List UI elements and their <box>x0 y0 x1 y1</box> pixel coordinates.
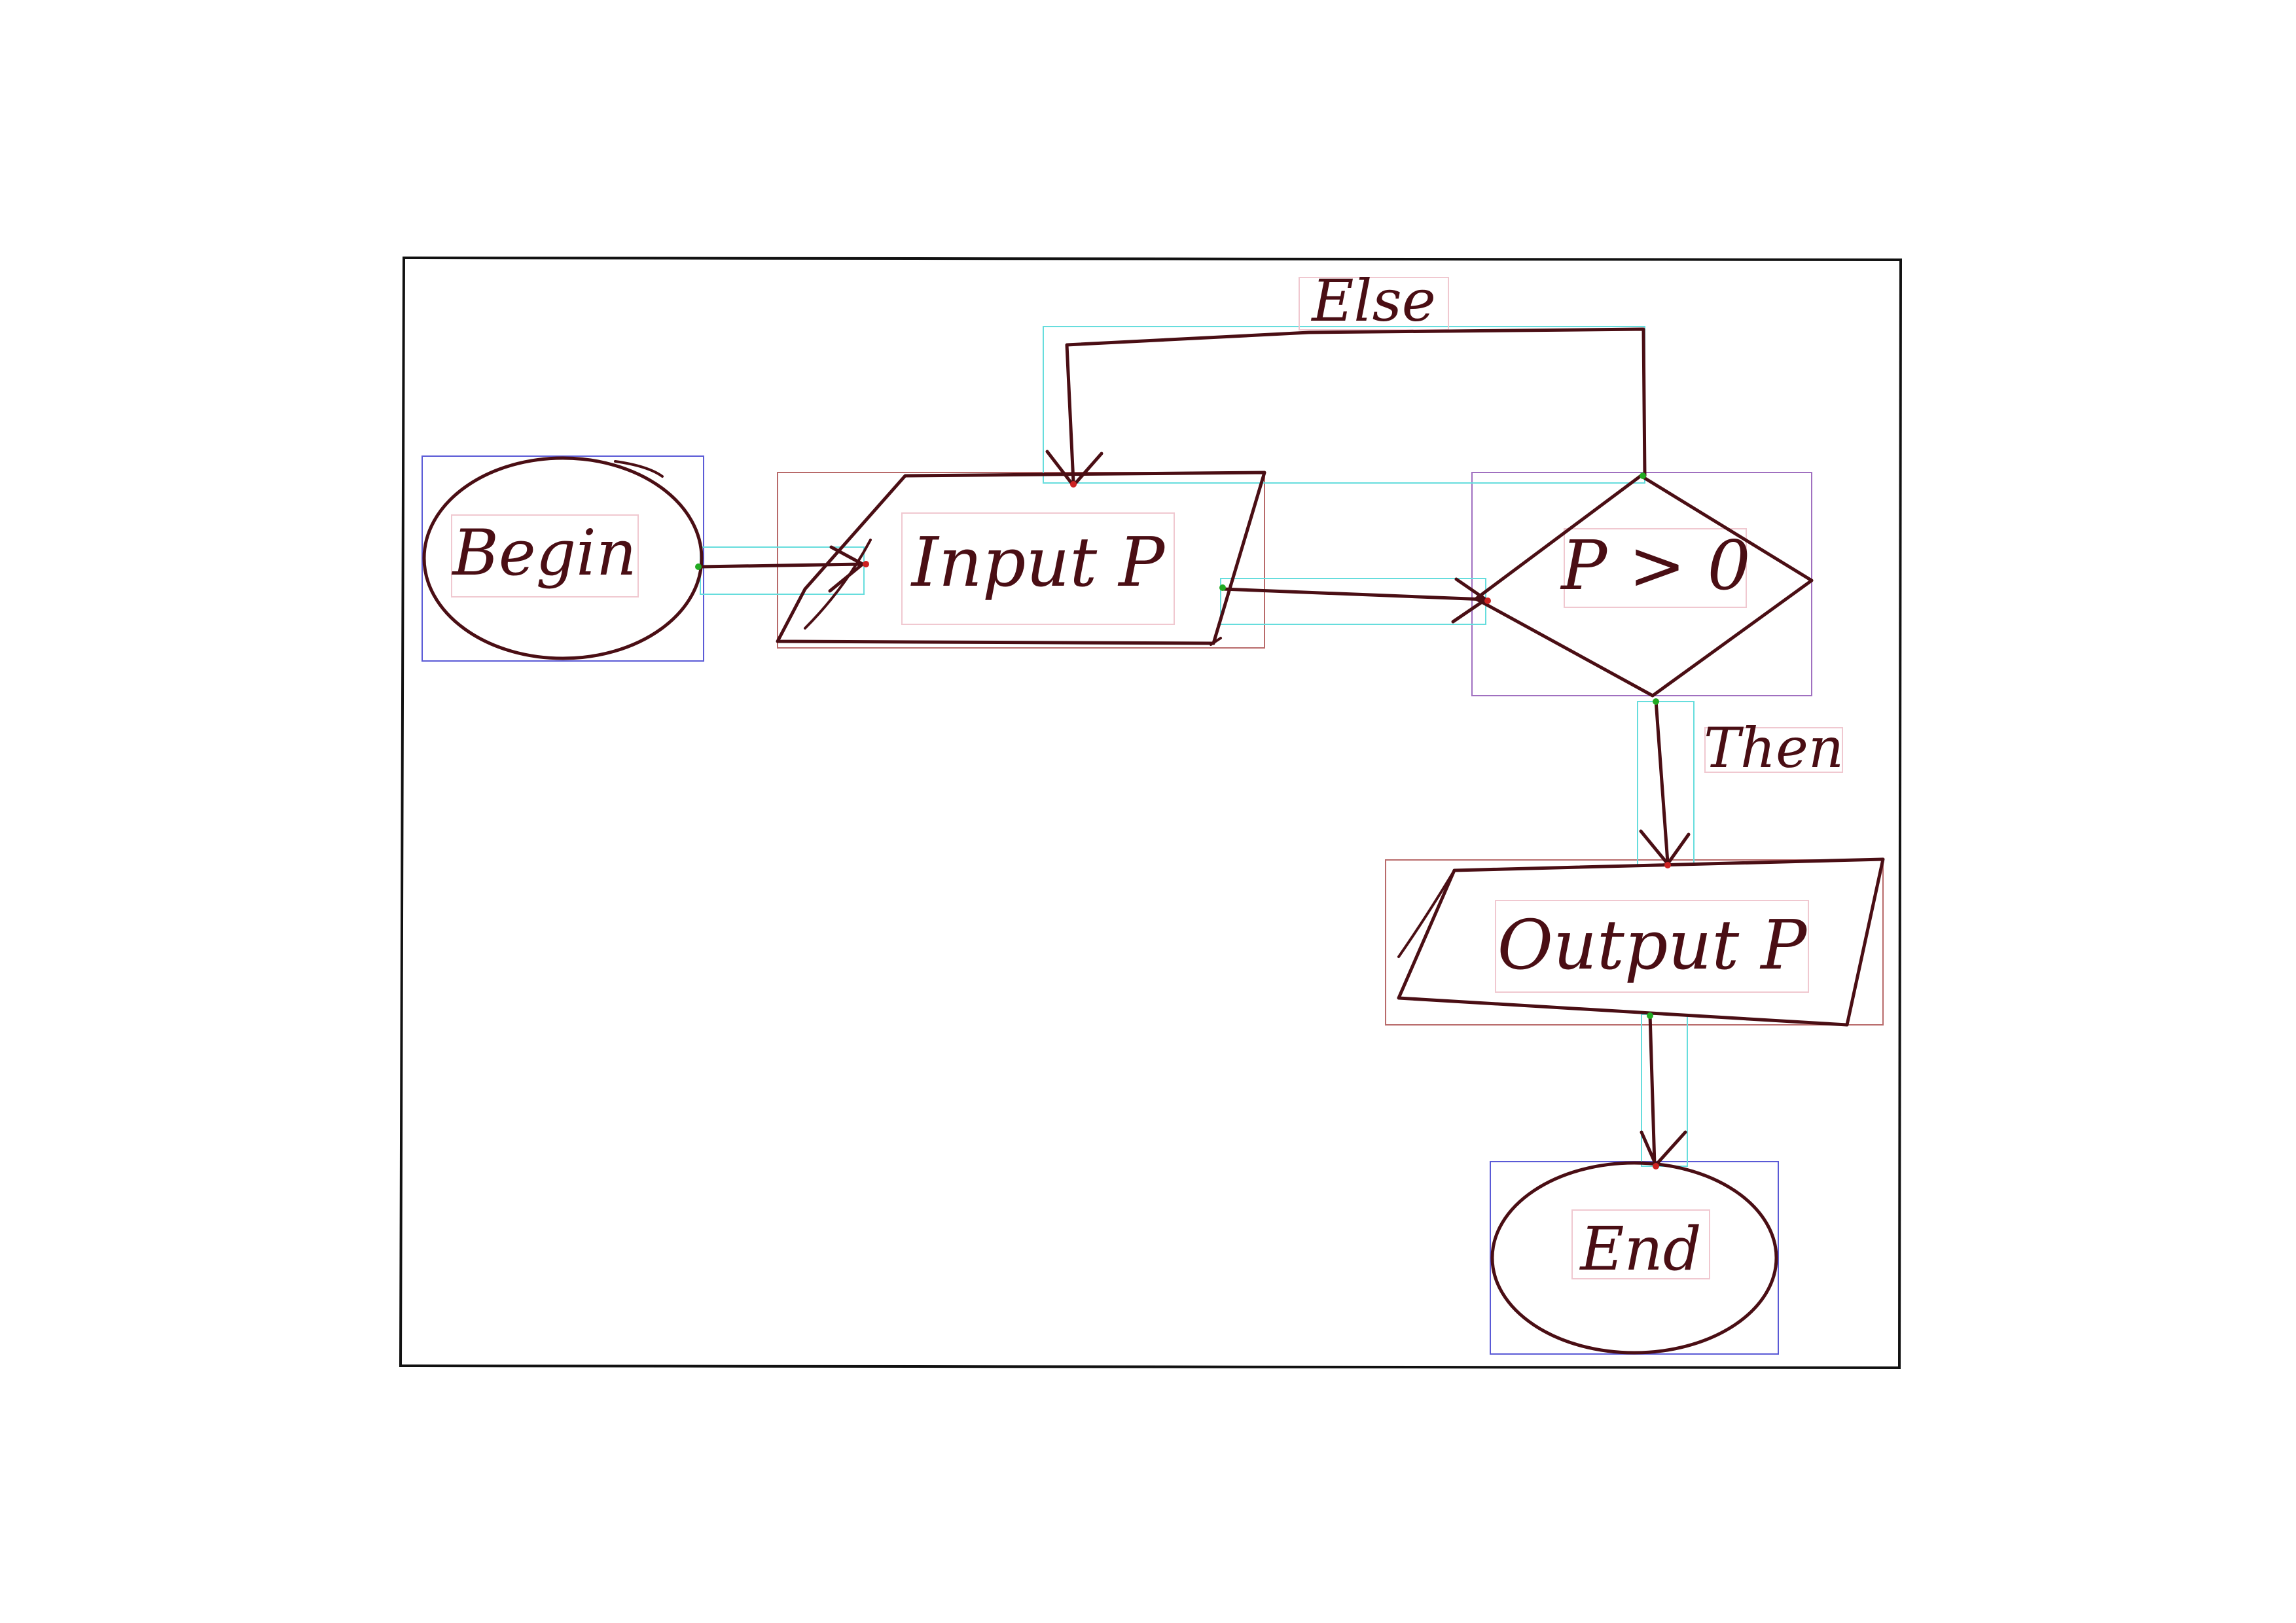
diagram-frame <box>399 256 1903 1370</box>
edge-box-output-end <box>1641 1014 1688 1167</box>
begin-ellipse-overstroke <box>614 460 664 478</box>
input-data-shape[interactable] <box>776 471 1266 645</box>
decision-shape[interactable] <box>1474 474 1814 698</box>
begin-node-box <box>422 455 704 662</box>
else-text-box <box>1299 277 1449 330</box>
connector-dot <box>695 563 702 570</box>
connector-dot <box>1070 481 1077 488</box>
connector-dot <box>1640 473 1646 479</box>
decision-label: P > 0 <box>1560 526 1750 605</box>
decision-node-box <box>1471 472 1812 696</box>
edge-else-loop[interactable] <box>1045 327 1647 488</box>
end-terminal-shape[interactable] <box>1490 1161 1778 1355</box>
output-node-box <box>1385 859 1884 1026</box>
end-text-box <box>1571 1209 1710 1279</box>
edge-box-else <box>1043 326 1645 484</box>
input-text-box <box>901 512 1175 625</box>
connector-dot <box>1484 597 1491 604</box>
connector-dot <box>1219 584 1226 591</box>
begin-text-box <box>451 514 639 597</box>
end-label: End <box>1579 1214 1701 1284</box>
connector-dot <box>1664 862 1671 868</box>
edge-input-to-decision[interactable] <box>1221 577 1488 624</box>
output-text-box <box>1495 900 1809 993</box>
connector-dot <box>1653 698 1659 705</box>
begin-terminal-shape[interactable] <box>422 456 704 660</box>
input-shape-extra-strokes <box>804 539 1222 646</box>
input-node-box <box>777 472 1265 649</box>
begin-label: Begin <box>451 516 636 590</box>
then-text-box <box>1704 727 1843 773</box>
decision-text-box <box>1564 528 1747 608</box>
input-label: Input P <box>910 522 1166 602</box>
connector-dot <box>1653 1163 1659 1169</box>
edge-then[interactable] <box>1639 698 1691 866</box>
connector-dot <box>863 561 869 567</box>
edge-output-to-end[interactable] <box>1640 1012 1687 1167</box>
then-edge-label: Then <box>1704 716 1844 780</box>
connector-dot <box>1647 1012 1653 1019</box>
output-shape-extra-strokes <box>1397 869 1456 958</box>
output-label: Output P <box>1498 905 1808 985</box>
else-edge-label: Else <box>1310 267 1436 334</box>
output-data-shape[interactable] <box>1397 857 1885 1027</box>
edge-box-input-decision <box>1220 578 1486 625</box>
